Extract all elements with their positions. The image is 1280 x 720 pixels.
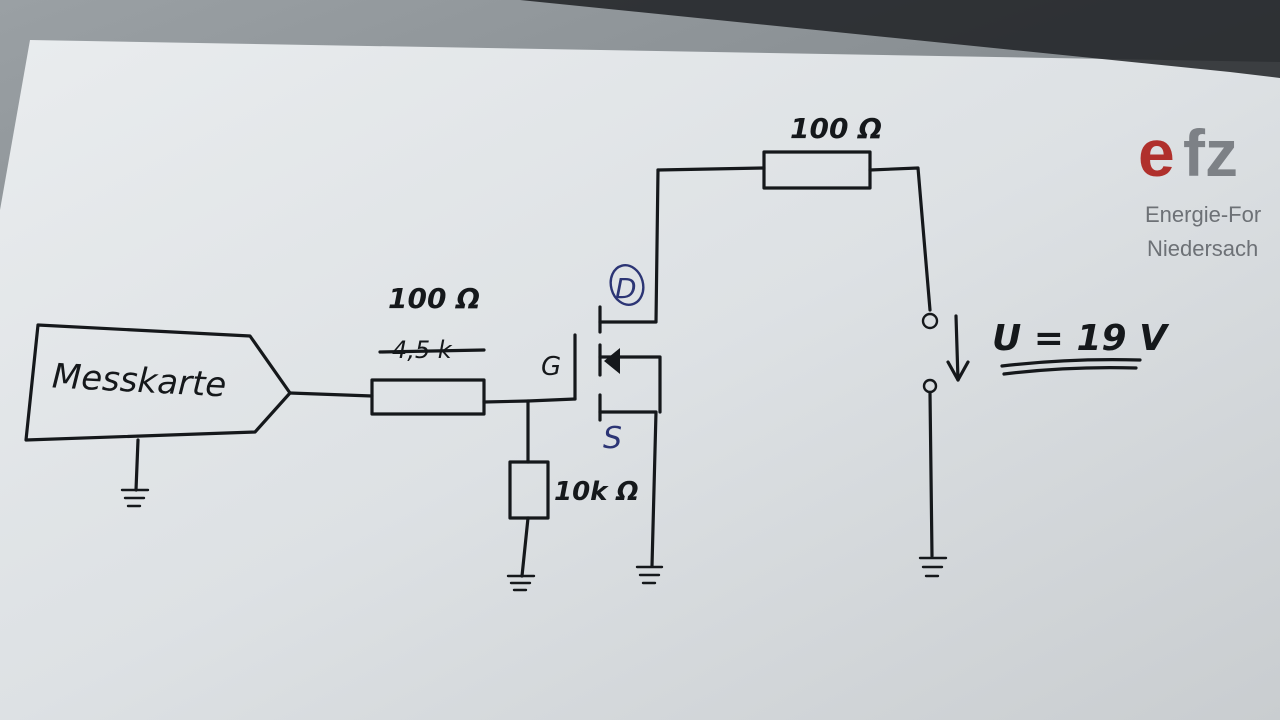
voltage-arrow-icon (946, 314, 970, 382)
source-label: S (603, 421, 622, 456)
wire-load-to-terminal (868, 166, 932, 312)
logo-line-2: Niedersach (1147, 236, 1258, 261)
logo-brand-e: e (1138, 116, 1175, 190)
pulldown-resistor-value: 10k Ω (554, 477, 639, 507)
messkarte-block: Messkarte (24, 323, 292, 492)
wire-pulldown-to-ground (520, 516, 530, 578)
mosfet-symbol (598, 168, 662, 568)
gate-label: G (541, 352, 561, 382)
mosfet-arrow-icon (604, 348, 620, 374)
pulldown-ground-icon (506, 574, 536, 592)
terminal-top (921, 312, 939, 330)
gate-resistor (370, 378, 486, 416)
wire-terminal-to-ground (928, 391, 934, 558)
drain-label: D (615, 272, 637, 305)
messkarte-ground-icon (120, 488, 150, 508)
messkarte-label: Messkarte (51, 356, 227, 405)
voltage-label: U = 19 V (992, 318, 1170, 359)
terminal-bottom (922, 378, 938, 394)
supply-ground-icon (918, 556, 948, 578)
voltage-label-group: U = 19 V (992, 318, 1170, 376)
logo-line-1: Energie-For (1145, 202, 1261, 227)
wire-drain-to-load (656, 166, 766, 172)
source-ground-icon (635, 565, 664, 585)
logo-brand-rest: fz (1183, 116, 1238, 190)
gate-resistor-value: 100 Ω (388, 282, 480, 315)
drain-marker: D (609, 264, 645, 306)
load-resistor-value: 100 Ω (790, 112, 882, 145)
gate-resistor-crossed-value: 4,5 k (378, 336, 486, 364)
load-resistor (762, 150, 872, 190)
pulldown-resistor (508, 460, 550, 520)
wire-messkarte-to-resistor (288, 391, 374, 398)
efzn-logo: e fz Energie-For Niedersach (1138, 116, 1261, 261)
